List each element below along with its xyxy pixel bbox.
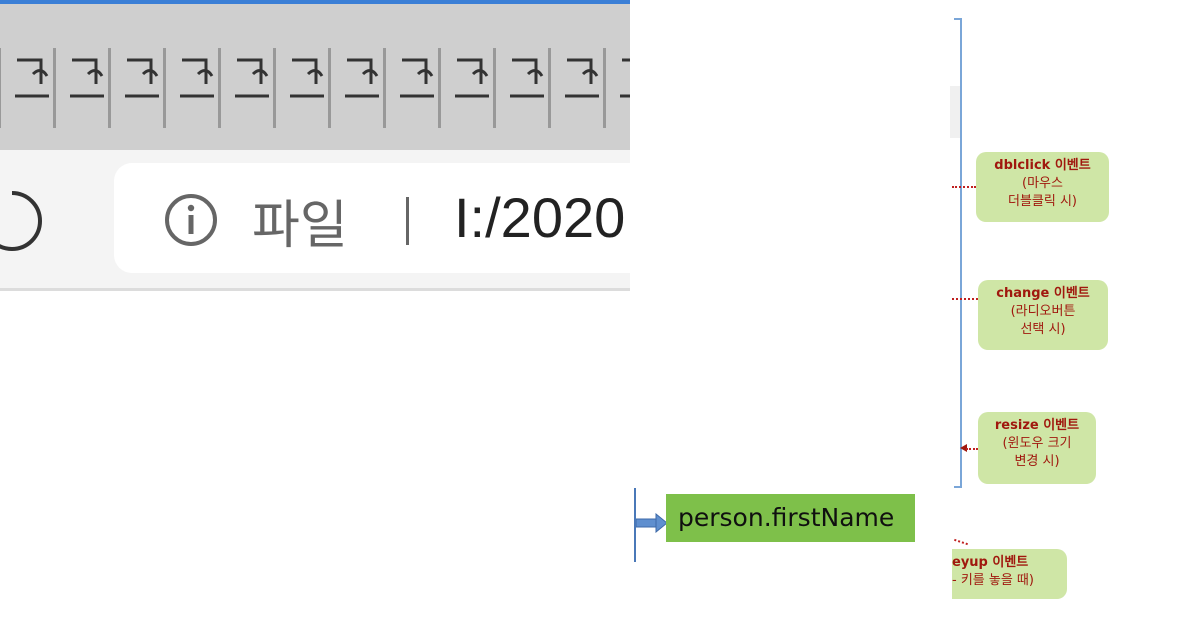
callout-keyup: eyup 이벤트 - 키를 놓을 때) bbox=[952, 549, 1067, 599]
reload-icon[interactable] bbox=[0, 184, 46, 258]
right-arrow-icon bbox=[636, 513, 668, 533]
document-tab-icon bbox=[400, 58, 434, 98]
callout-line: (라디오버튼 bbox=[1010, 304, 1076, 319]
browser-window-crop: 파일 I:/2020 bbox=[0, 0, 630, 291]
browser-tab[interactable] bbox=[493, 48, 551, 128]
browser-tab[interactable] bbox=[163, 48, 221, 128]
bracket-bottom-tick bbox=[954, 486, 962, 488]
callout-line: 더블클릭 시) bbox=[1007, 194, 1077, 209]
name-box: person.firstName bbox=[666, 494, 915, 542]
document-tab-icon bbox=[565, 58, 599, 98]
document-tab-icon bbox=[345, 58, 379, 98]
callout-line: 선택 시) bbox=[1020, 322, 1066, 337]
callout-resize: resize 이벤트 (윈도우 크기 변경 시) bbox=[978, 412, 1096, 484]
document-tab-icon bbox=[290, 58, 324, 98]
browser-tab[interactable] bbox=[0, 48, 56, 128]
connector-resize bbox=[966, 448, 978, 450]
background-sliver bbox=[950, 86, 960, 138]
browser-tab[interactable] bbox=[438, 48, 496, 128]
callout-title: change 이벤트 bbox=[996, 286, 1090, 301]
callout-change: change 이벤트 (라디오버튼 선택 시) bbox=[978, 280, 1108, 350]
connector-vertical-line bbox=[634, 488, 636, 562]
callout-line: - 키를 놓을 때) bbox=[952, 573, 1034, 588]
callout-title: dblclick 이벤트 bbox=[994, 158, 1091, 173]
info-icon[interactable] bbox=[164, 193, 218, 247]
callout-line: (마우스 bbox=[1022, 176, 1063, 191]
callout-title: resize 이벤트 bbox=[994, 418, 1080, 433]
browser-tab[interactable] bbox=[273, 48, 331, 128]
window-frame-accent bbox=[0, 0, 630, 4]
callout-line: 변경 시) bbox=[1014, 454, 1060, 469]
browser-tab[interactable] bbox=[218, 48, 276, 128]
connector-keyup bbox=[954, 538, 968, 546]
connector-dblclick bbox=[952, 186, 976, 188]
callout-title: eyup 이벤트 bbox=[952, 555, 1029, 570]
toolbar-divider bbox=[0, 288, 630, 291]
browser-tab[interactable] bbox=[108, 48, 166, 128]
event-diagram: dblclick 이벤트 (마우스 더블클릭 시) change 이벤트 (라디… bbox=[630, 0, 1200, 630]
document-tab-icon bbox=[455, 58, 489, 98]
document-tab-icon bbox=[510, 58, 544, 98]
browser-tab[interactable] bbox=[603, 48, 630, 128]
browser-tab[interactable] bbox=[53, 48, 111, 128]
url-text[interactable]: I:/2020 bbox=[454, 186, 626, 249]
arrowhead-icon bbox=[960, 444, 967, 452]
site-label: 파일 bbox=[252, 196, 348, 256]
document-tab-icon bbox=[15, 58, 49, 98]
address-bar[interactable]: 파일 I:/2020 bbox=[114, 163, 630, 273]
address-separator bbox=[406, 197, 409, 245]
browser-tab[interactable] bbox=[548, 48, 606, 128]
callout-line: (윈도우 크기 bbox=[1002, 436, 1072, 451]
tab-strip bbox=[0, 4, 630, 150]
document-tab-icon bbox=[125, 58, 159, 98]
connector-change bbox=[952, 298, 978, 300]
browser-tab[interactable] bbox=[328, 48, 386, 128]
browser-tab[interactable] bbox=[383, 48, 441, 128]
bracket-top-tick bbox=[954, 18, 962, 20]
bracket-line bbox=[960, 18, 962, 488]
document-tab-icon bbox=[180, 58, 214, 98]
document-tab-icon bbox=[620, 58, 630, 98]
document-tab-icon bbox=[235, 58, 269, 98]
document-tab-icon bbox=[70, 58, 104, 98]
callout-dblclick: dblclick 이벤트 (마우스 더블클릭 시) bbox=[976, 152, 1109, 222]
